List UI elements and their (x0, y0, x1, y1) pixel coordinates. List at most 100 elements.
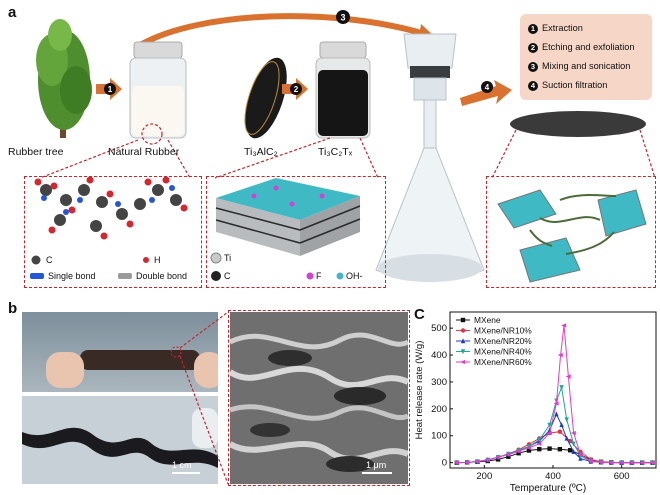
data-point (565, 374, 571, 379)
svg-text:2: 2 (294, 85, 299, 94)
step-3-marker (336, 10, 350, 24)
chart-series (454, 323, 655, 466)
rubber-tree-label: Rubber tree (8, 146, 64, 158)
y-tick-label: 0 (442, 458, 447, 469)
scale-1cm: 1 cm (172, 460, 192, 470)
x-tick-label: 600 (614, 471, 630, 482)
suction-filtration-flask-icon (375, 33, 485, 282)
x-tick-label: 200 (476, 471, 492, 482)
rubber-legend-symbols (30, 255, 149, 279)
data-point (639, 460, 645, 465)
data-point (505, 452, 511, 457)
data-point (559, 385, 564, 391)
data-point (557, 429, 563, 434)
legend-f: F (316, 271, 322, 281)
series-mxene-nr60- (454, 323, 655, 465)
data-point (571, 449, 576, 455)
data-point (553, 401, 559, 406)
data-point (559, 422, 564, 428)
scale-1um: 1 μm (366, 460, 387, 470)
x-tick-label: 400 (545, 471, 561, 482)
rubber-molecule-illustration (34, 176, 188, 240)
legend-label: MXene (474, 315, 501, 325)
data-point (537, 437, 542, 443)
data-point (474, 459, 480, 464)
ti3c2tx-label: Ti₃C₂Tₓ (318, 146, 353, 158)
legend-ti: Ti (224, 253, 232, 263)
film-twisted-photo: 1 cm (22, 396, 218, 484)
data-point (570, 430, 576, 436)
legend-label: MXene/NR40% (474, 347, 532, 357)
y-tick-label: 200 (431, 404, 447, 415)
legend-label: MXene/NR10% (474, 326, 532, 336)
series-mxene-nr20- (454, 411, 655, 465)
data-point (554, 411, 559, 417)
mxene-structure-box (206, 176, 386, 288)
zoom-connector-lines (170, 311, 229, 485)
rolled-film (80, 350, 200, 370)
legend-item: MXene/NR60% (456, 357, 532, 367)
natural-rubber-jar-icon (129, 41, 187, 139)
panel-a-letter: a (8, 4, 17, 21)
data-point (557, 352, 563, 358)
arrow-4 (460, 80, 512, 106)
data-point (547, 422, 552, 428)
legend-item: MXene (456, 315, 501, 325)
ti3alc2-disc-icon (244, 57, 287, 139)
panel-b-letter: b (8, 300, 18, 317)
mxene-lattice-illustration (215, 178, 361, 256)
legend-marker (460, 349, 466, 355)
legend-marker (460, 328, 466, 333)
data-point (564, 435, 569, 441)
right-fingers (194, 352, 218, 388)
data-point (526, 448, 532, 453)
sem-zoom-box (228, 310, 410, 486)
data-point (571, 441, 576, 447)
sem-texture (230, 312, 408, 484)
composite-network-illustration (497, 189, 647, 283)
data-point (567, 448, 573, 453)
curve-arrow-3 (140, 13, 426, 47)
data-point (546, 430, 552, 436)
legend-item: MXene/NR10% (456, 326, 532, 336)
legend-mxene-c: C (224, 271, 231, 281)
composite-film-icon (510, 111, 646, 137)
data-point (598, 460, 604, 465)
data-point (454, 460, 460, 465)
y-tick-label: 100 (431, 431, 447, 442)
y-tick-label: 400 (431, 350, 447, 361)
y-axis-label: Heat release rate (W/g) (414, 341, 425, 440)
y-tick-label: 300 (431, 377, 447, 388)
data-point (561, 323, 567, 328)
series-mxene-nr40- (454, 385, 655, 466)
chart-legend: MXeneMXene/NR10%MXene/NR20%MXene/NR40%MX… (456, 315, 532, 367)
left-fingers (46, 352, 84, 388)
data-point (547, 427, 552, 433)
svg-text:3: 3 (340, 13, 345, 23)
svg-text:4: 4 (485, 83, 490, 92)
data-point (526, 445, 532, 451)
data-point (536, 441, 542, 446)
ti3alc2-label: Ti₃AlC₂ (244, 146, 278, 158)
data-point (587, 458, 593, 464)
legend-c: C (46, 255, 53, 265)
data-point (547, 446, 552, 451)
legend-marker (460, 338, 466, 344)
legend-marker (460, 359, 466, 365)
ti3c2tx-jar-icon (315, 41, 371, 139)
legend-label: MXene/NR60% (474, 357, 532, 367)
data-point (577, 452, 583, 457)
svg-text:1: 1 (108, 85, 113, 94)
series-mxene (454, 446, 655, 465)
data-point (495, 455, 501, 460)
legend-item: MXene/NR20% (456, 336, 532, 346)
data-point (464, 460, 470, 465)
natural-rubber-label: Natural Rubber (108, 146, 180, 158)
data-point (618, 460, 624, 465)
legend-h: H (154, 255, 161, 265)
